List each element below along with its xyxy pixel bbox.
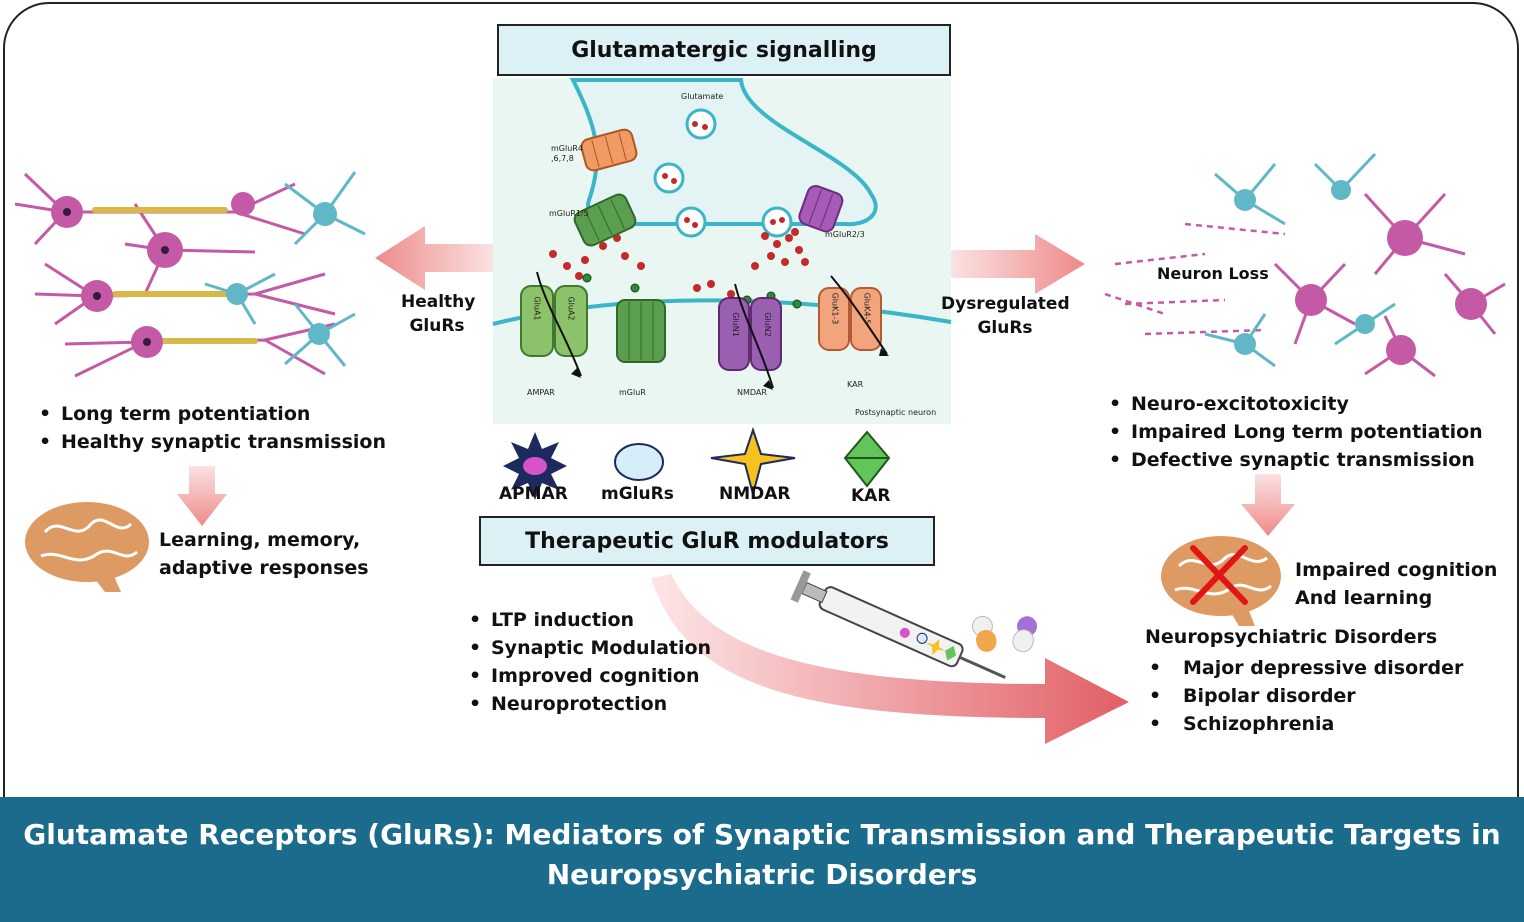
- nmdar-label: NMDAR: [737, 388, 767, 397]
- modulator-bullet: LTP induction: [467, 606, 711, 634]
- healthy-brain-icon: [25, 502, 149, 592]
- disorders-list: Major depressive disorder Bipolar disord…: [1145, 654, 1463, 738]
- dysregulated-bullet: Neuro-excitotoxicity: [1107, 390, 1483, 418]
- legend-mglurs-label: mGluRs: [601, 484, 674, 504]
- modulators-title: Therapeutic GluR modulators: [525, 528, 889, 554]
- arrow-to-dysregulated: [951, 234, 1085, 294]
- cross-mark-icon: [1190, 545, 1248, 605]
- arrow-down-right: [1241, 474, 1295, 536]
- synapse-panel: [492, 78, 952, 424]
- kar-label: KAR: [847, 380, 864, 389]
- dysregulated-label-line2: GluRs: [977, 318, 1033, 338]
- postsynaptic-label: Postsynaptic neuron: [855, 408, 937, 417]
- glun1-label: GluN1: [730, 312, 740, 337]
- receptor-mglur: [616, 299, 666, 363]
- dysregulated-label-line1: Dysregulated: [941, 294, 1070, 314]
- apmar-star-icon: [503, 432, 567, 500]
- gluk13-label: GluK1-3: [830, 292, 840, 325]
- degenerated-neuron-network: [1104, 152, 1506, 378]
- figure-frame: Glutamate mGluR4 ,6,7,8 mGluR1/5 mGluR2/…: [3, 2, 1519, 920]
- dysregulated-bullet: Defective synaptic transmission: [1107, 446, 1483, 474]
- glutamate-cloud: [549, 228, 809, 298]
- modulator-bullet: Neuroprotection: [467, 690, 711, 718]
- healthy-outcome: Learning, memory, adaptive responses: [159, 526, 369, 582]
- healthy-bullets: Long term potentiation Healthy synaptic …: [37, 400, 386, 456]
- healthy-glurs-label: Healthy GluRs: [401, 290, 476, 338]
- healthy-bullet: Healthy synaptic transmission: [37, 428, 386, 456]
- arrow-down-left: [177, 466, 227, 526]
- healthy-outcome-line2: adaptive responses: [159, 557, 369, 579]
- glua2-label: GluA2: [566, 296, 576, 321]
- capsule-purple-icon: [1012, 616, 1038, 653]
- disorder-item: Schizophrenia: [1145, 710, 1463, 738]
- healthy-label-line2: GluRs: [409, 316, 465, 336]
- impaired-outcome-line1: Impaired cognition: [1295, 559, 1498, 581]
- receptor-nmdar: [718, 283, 782, 390]
- disorder-item: Major depressive disorder: [1145, 654, 1463, 682]
- legend-apmar-label: APMAR: [499, 484, 568, 504]
- dysregulated-glurs-label: Dysregulated GluRs: [941, 292, 1070, 340]
- banner-line1: Glutamate Receptors (GluRs): Mediators o…: [23, 818, 1501, 851]
- mglur23-label: mGluR2/3: [825, 230, 865, 239]
- impaired-outcome-line2: And learning: [1295, 587, 1433, 609]
- receptor-mglur15: [573, 193, 637, 247]
- glutamate-label: Glutamate: [681, 92, 724, 101]
- receptor-ampar: [520, 271, 588, 378]
- syringe-icon: [790, 570, 1006, 679]
- healthy-neuron-network: [14, 171, 366, 378]
- legend-kar-label: KAR: [851, 486, 891, 506]
- nmdar-star-icon: [710, 426, 796, 498]
- receptor-mglur23: [798, 184, 844, 233]
- receptor-mglur4: [580, 128, 638, 172]
- arrow-to-healthy: [375, 226, 493, 290]
- title-banner: Glutamate Receptors (GluRs): Mediators o…: [0, 797, 1524, 922]
- healthy-outcome-line1: Learning, memory,: [159, 529, 361, 551]
- impaired-brain-icon: [1161, 536, 1281, 626]
- glua1-label: GluA1: [532, 296, 542, 321]
- signalling-title: Glutamatergic signalling: [571, 37, 877, 63]
- modulator-bullets: LTP induction Synaptic Modulation Improv…: [467, 606, 711, 718]
- healthy-label-line1: Healthy: [401, 292, 476, 312]
- mglur4-label: mGluR4: [551, 144, 583, 153]
- disorders-title: Neuropsychiatric Disorders: [1145, 626, 1438, 648]
- therapy-curved-arrow: [651, 574, 1129, 744]
- modulators-title-box: Therapeutic GluR modulators: [479, 516, 935, 566]
- dysregulated-bullets: Neuro-excitotoxicity Impaired Long term …: [1107, 390, 1483, 474]
- neuron-loss-label: Neuron Loss: [1157, 264, 1269, 283]
- gluk45-label: GluK4-5: [862, 292, 872, 325]
- healthy-bullet: Long term potentiation: [37, 400, 386, 428]
- mglur4-label-2: ,6,7,8: [551, 154, 574, 163]
- disorder-item: Bipolar disorder: [1145, 682, 1463, 710]
- kar-diamond-icon: [843, 430, 891, 488]
- mglurs-oval-icon: [614, 443, 664, 481]
- glun2-label: GluN2: [762, 312, 772, 337]
- impaired-outcome: Impaired cognition And learning: [1295, 556, 1497, 612]
- modulator-bullet: Improved cognition: [467, 662, 711, 690]
- vesicles: [653, 108, 793, 238]
- mglur15-label: mGluR1/5: [549, 209, 589, 218]
- ampar-label: AMPAR: [527, 388, 555, 397]
- legend-nmdar-label: NMDAR: [719, 484, 791, 504]
- banner-line2: Neuropsychiatric Disorders: [546, 858, 978, 891]
- mglur-label: mGluR: [619, 388, 646, 397]
- modulator-bullet: Synaptic Modulation: [467, 634, 711, 662]
- diagram-artwork: [14, 78, 1506, 744]
- capsule-orange-icon: [971, 615, 997, 652]
- dysregulated-bullet: Impaired Long term potentiation: [1107, 418, 1483, 446]
- signalling-title-box: Glutamatergic signalling: [497, 24, 951, 76]
- receptor-kar: [818, 275, 889, 356]
